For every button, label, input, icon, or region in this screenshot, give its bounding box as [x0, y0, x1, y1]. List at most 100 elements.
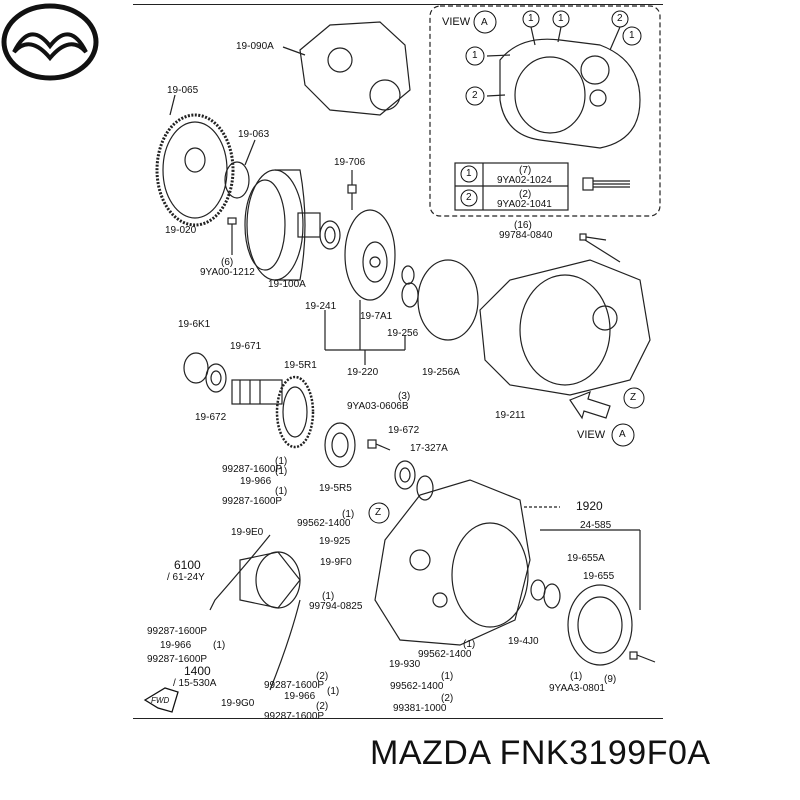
bearing: [205, 363, 227, 393]
callout: 6100: [174, 558, 201, 572]
callout: (1): [322, 591, 335, 602]
callout: (1): [570, 671, 583, 682]
callout: 19-256A: [422, 367, 460, 378]
callout: 19-256: [387, 328, 419, 339]
callout: 99287-1600P: [264, 680, 325, 691]
transmission-case: [374, 479, 531, 646]
callout: 99287-1600P: [147, 626, 208, 637]
torque-converter: [244, 169, 321, 281]
view-label: VIEW: [577, 429, 606, 441]
callout: 19-065: [167, 85, 199, 96]
z-marker: Z: [375, 507, 382, 518]
legend-qty-2: (2): [519, 189, 532, 200]
bolt-icon: [582, 177, 630, 191]
callout: 19-9F0: [320, 557, 352, 568]
callout: 19-211: [495, 410, 526, 421]
callout: (1): [275, 456, 288, 467]
callout: 19-706: [334, 157, 366, 168]
callout: (1): [213, 640, 226, 651]
callout: 19-930: [389, 659, 421, 670]
callout: (1): [275, 466, 288, 477]
view-a-callout: 2: [617, 13, 623, 24]
callout: 99784-0840: [499, 230, 553, 241]
callout: (1): [441, 671, 454, 682]
callout: 99287-1600P: [222, 496, 283, 507]
callout: 19-655: [583, 571, 615, 582]
oil-seal: [319, 220, 341, 250]
brand-part-number: MAZDA FNK3199F0A: [370, 734, 711, 773]
z-marker: Z: [630, 392, 637, 403]
callout: 19-220: [347, 367, 379, 378]
callout: / 15-530A: [173, 678, 217, 689]
callout: 19-9G0: [221, 698, 255, 709]
callout: 17-327A: [410, 443, 448, 454]
callout: 19-063: [238, 129, 270, 140]
callout: 99287-1600P: [264, 711, 325, 722]
snap-ring: [183, 352, 209, 384]
callout: (9): [604, 674, 617, 685]
callout: 19-672: [195, 412, 227, 423]
callout: (3): [398, 391, 411, 402]
callout: (16): [514, 220, 532, 231]
flywheel: [155, 113, 235, 227]
drive-plate: [224, 161, 250, 199]
callout: 19-090A: [236, 41, 274, 52]
callout: 99562-1400: [297, 518, 351, 529]
brand-name: MAZDA: [370, 734, 490, 772]
oil-pump: [344, 209, 396, 301]
bottom-border: [133, 718, 663, 719]
view-a-callout: 2: [472, 90, 478, 101]
legend-index-2: 2: [466, 192, 472, 203]
fwd-arrow-icon: [143, 687, 179, 713]
callout: 19-672: [388, 425, 420, 436]
mazda-logo-icon: [1, 3, 99, 81]
view-a-title: VIEW: [442, 16, 471, 28]
bearing-housing: [324, 422, 356, 468]
oil-cooler: [209, 534, 301, 691]
callout: 19-100A: [268, 279, 306, 290]
legend-part-1: 9YA02-1024: [497, 175, 552, 186]
view-a-callout: 1: [558, 13, 564, 24]
callout: 99562-1400: [418, 649, 472, 660]
top-border: [133, 4, 663, 5]
callout: 24-585: [580, 520, 612, 531]
callout: 19-241: [305, 301, 337, 312]
callout: 99287-1600P: [147, 654, 208, 665]
callout: 19-7A1: [360, 311, 393, 322]
callout: 19-966: [160, 640, 192, 651]
idler-gear: [275, 375, 315, 449]
legend-index-1: 1: [466, 168, 472, 179]
view-a-housing: [499, 38, 641, 149]
transaxle-assembly: [299, 21, 411, 116]
view-a-box: [429, 5, 661, 217]
callout: (2): [316, 671, 329, 682]
callout: 9YA03-0606B: [347, 401, 409, 412]
callout: 19-925: [319, 536, 351, 547]
callout: 19-671: [230, 341, 262, 352]
view-a-callout: 1: [472, 50, 478, 61]
callout: (1): [327, 686, 340, 697]
view-a-callout: 1: [528, 13, 534, 24]
part-number: FNK3199F0A: [499, 734, 711, 772]
callout: 19-5R5: [319, 483, 352, 494]
callout: 99287-1600P: [222, 464, 283, 475]
callout: 19-6K1: [178, 319, 211, 330]
callout: 19-655A: [567, 553, 605, 564]
side-cover: [567, 584, 633, 666]
callout: 99562-1400: [390, 681, 444, 692]
converter-housing: [479, 259, 651, 396]
callout: (2): [316, 701, 329, 712]
view-a-letter: A: [481, 17, 488, 28]
callout: 19-966: [240, 476, 272, 487]
callout: 9YA00-1212: [200, 267, 255, 278]
idler-shaft: [231, 379, 283, 405]
fwd-label: FWD: [151, 696, 170, 705]
callout: 19-5R1: [284, 360, 317, 371]
callout: (1): [463, 639, 476, 650]
callout: (1): [275, 486, 288, 497]
callout: 19-9E0: [231, 527, 264, 538]
callout: 99794-0825: [309, 601, 363, 612]
callout: 1400: [184, 664, 211, 678]
